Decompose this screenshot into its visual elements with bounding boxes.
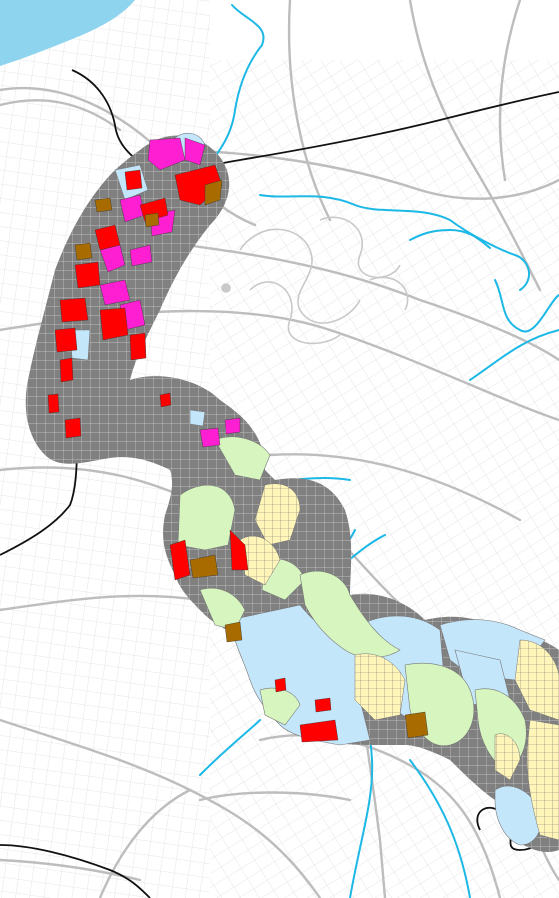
residential-zones [239, 483, 559, 841]
land-use-corridor [25, 132, 559, 852]
park-trails [221, 216, 409, 345]
lake-shore [0, 0, 135, 66]
industrial-zones [74, 179, 429, 739]
commercial-zones [47, 164, 339, 743]
